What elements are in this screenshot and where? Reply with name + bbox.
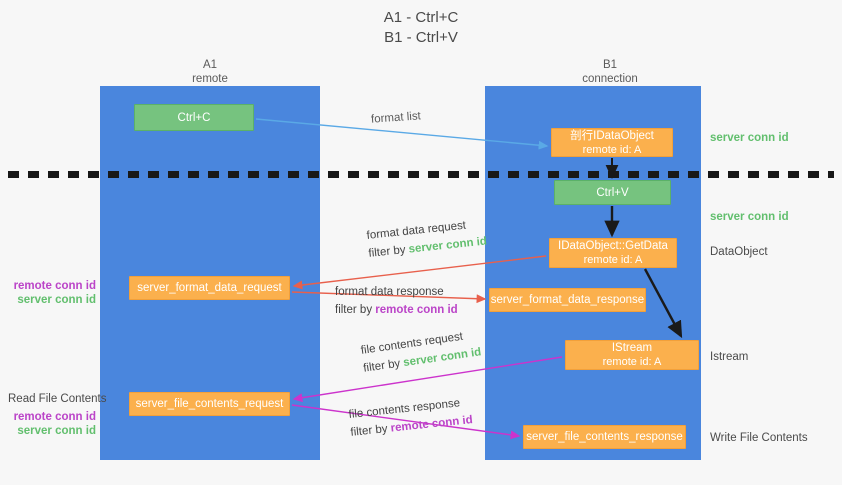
label-remote-conn-id-format: remote conn id bbox=[13, 280, 96, 292]
box-ctrl-c-label: Ctrl+C bbox=[177, 111, 211, 124]
label-write-file-contents: Write File Contents bbox=[710, 432, 808, 444]
box-server-format-data-request[interactable]: server_format_data_request bbox=[129, 276, 290, 300]
box-server-format-data-response-label: server_format_data_response bbox=[490, 294, 645, 306]
column-header-a1: A1 remote bbox=[130, 58, 290, 86]
column-header-b1: B1 connection bbox=[530, 58, 690, 86]
title-line-1: A1 - Ctrl+C bbox=[383, 9, 459, 26]
box-istream-label: IStream bbox=[611, 342, 653, 354]
box-getdata-label: IDataObject::GetData bbox=[558, 240, 668, 252]
page-title: A1 - Ctrl+C B1 - Ctrl+V bbox=[0, 8, 842, 48]
arrow-format-data-response bbox=[291, 291, 487, 304]
caption-format-data-response-text: format data response bbox=[335, 286, 444, 298]
column-header-a1-name: A1 bbox=[202, 59, 218, 71]
filter-by-label-4: filter by bbox=[349, 423, 389, 439]
column-header-b1-name: B1 bbox=[602, 59, 618, 71]
label-server-conn-id-second: server conn id bbox=[710, 211, 789, 223]
label-dataobject: DataObject bbox=[710, 246, 768, 258]
label-server-conn-id-format: server conn id bbox=[17, 294, 96, 306]
box-server-file-contents-response-label: server_file_contents_response bbox=[526, 431, 683, 443]
arrow-file-contents-request bbox=[292, 356, 563, 403]
box-ctrl-v[interactable]: Ctrl+V bbox=[554, 180, 671, 205]
box-istream-sub: remote id: A bbox=[602, 356, 662, 368]
box-server-format-data-response[interactable]: server_format_data_response bbox=[489, 288, 646, 312]
box-server-file-contents-response[interactable]: server_file_contents_response bbox=[523, 425, 686, 449]
arrow-format-list bbox=[255, 118, 549, 150]
box-server-file-contents-request[interactable]: server_file_contents_request bbox=[129, 392, 290, 416]
caption-format-data-response-filter: filter by remote conn id bbox=[335, 303, 458, 317]
arrow-getdata-to-istream bbox=[643, 268, 683, 339]
label-istream: Istream bbox=[710, 351, 749, 363]
box-idataobject[interactable]: 剖行IDataObject remote id: A bbox=[551, 128, 673, 157]
box-server-file-contents-request-label: server_file_contents_request bbox=[135, 398, 284, 410]
label-read-file-contents: Read File Contents bbox=[8, 393, 107, 405]
box-ctrl-v-label: Ctrl+V bbox=[596, 186, 629, 199]
filter-value-remote-conn-id-1: remote conn id bbox=[375, 304, 458, 316]
column-header-a1-role: remote bbox=[192, 73, 228, 85]
label-server-conn-id-top: server conn id bbox=[710, 132, 789, 144]
box-istream[interactable]: IStream remote id: A bbox=[565, 340, 699, 370]
title-line-2: B1 - Ctrl+V bbox=[384, 29, 458, 46]
column-header-b1-role: connection bbox=[582, 73, 638, 85]
box-idataobject-getdata[interactable]: IDataObject::GetData remote id: A bbox=[549, 238, 677, 268]
caption-format-data-response: format data response filter by remote co… bbox=[335, 285, 458, 317]
box-getdata-sub: remote id: A bbox=[583, 254, 643, 266]
label-conn-ids-file: remote conn id server conn id bbox=[8, 410, 96, 438]
phase-separator bbox=[8, 171, 834, 178]
label-server-conn-id-file: server conn id bbox=[17, 425, 96, 437]
arrow-file-contents-response bbox=[291, 404, 521, 440]
label-conn-ids-format: remote conn id server conn id bbox=[8, 279, 96, 307]
box-ctrl-c[interactable]: Ctrl+C bbox=[134, 104, 254, 131]
filter-by-label-2: filter by bbox=[335, 304, 373, 316]
filter-by-label-1: filter by bbox=[367, 244, 407, 260]
arrow-format-data-request bbox=[292, 255, 547, 290]
box-idataobject-label: 剖行IDataObject bbox=[570, 129, 654, 142]
label-remote-conn-id-file: remote conn id bbox=[13, 411, 96, 423]
box-server-format-data-request-label: server_format_data_request bbox=[137, 282, 282, 294]
box-idataobject-sub: remote id: A bbox=[582, 143, 642, 156]
